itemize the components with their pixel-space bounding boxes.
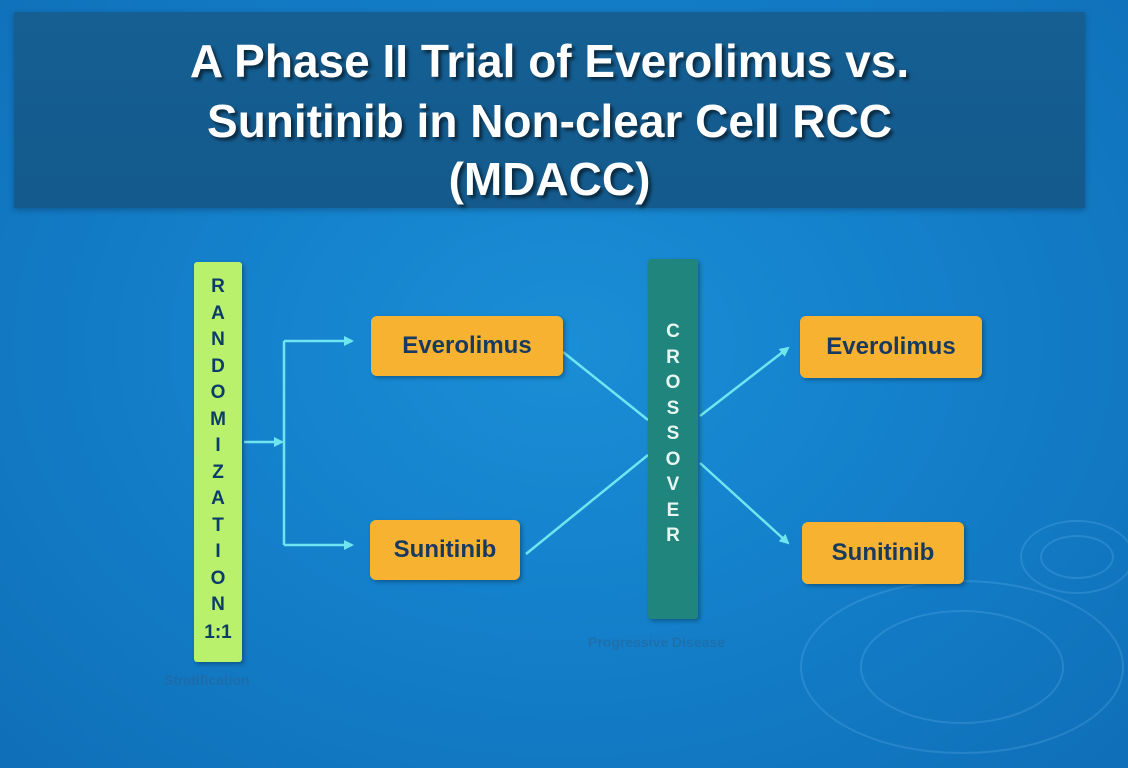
crossover-letter: R bbox=[666, 346, 680, 368]
cross-line-1 bbox=[562, 351, 649, 421]
crossover-arrow-sunitinib bbox=[699, 462, 790, 545]
randomization-letter: D bbox=[211, 355, 225, 377]
randomization-letter: R bbox=[211, 276, 225, 297]
randomization-letter: N bbox=[211, 594, 225, 615]
arm-box-sunitinib: Sunitinib bbox=[370, 520, 520, 580]
arm-box-everolimus: Everolimus bbox=[371, 316, 563, 376]
crossover-letter: V bbox=[666, 474, 680, 495]
stratification-caption: Stratification bbox=[164, 672, 250, 688]
randomization-letter: O bbox=[210, 567, 226, 589]
ripple-decoration bbox=[1020, 520, 1128, 594]
crossover-arrow-everolimus bbox=[699, 346, 790, 417]
randomization-letter: I bbox=[215, 435, 221, 456]
crossover-letter: R bbox=[666, 525, 680, 546]
randomization-letter: I bbox=[215, 541, 221, 562]
crossover-box-sunitinib: Sunitinib bbox=[802, 522, 964, 584]
crossover-letter: O bbox=[665, 448, 681, 470]
progressive-disease-caption: Progressive Disease bbox=[588, 634, 725, 650]
randomization-letter: A bbox=[211, 488, 225, 509]
crossover-letter: O bbox=[665, 372, 681, 393]
title-line-1: A Phase II Trial of Everolimus vs. bbox=[189, 35, 910, 87]
randomization-letter: A bbox=[211, 302, 225, 324]
crossover-box-everolimus: Everolimus bbox=[800, 316, 982, 378]
randomization-letter: Z bbox=[212, 461, 224, 483]
randomization-letter: O bbox=[210, 382, 226, 403]
crossover-letter: S bbox=[666, 423, 680, 444]
title-line-3: (MDACC) bbox=[448, 153, 651, 205]
randomization-letter: N bbox=[211, 329, 225, 350]
randomization-letter: M bbox=[210, 408, 226, 430]
randomization-letter: T bbox=[212, 514, 224, 536]
title-bar: A Phase II Trial of Everolimus vs. Sunit… bbox=[14, 12, 1085, 208]
title-line-2: Sunitinib in Non-clear Cell RCC bbox=[207, 95, 892, 147]
cross-line-2 bbox=[525, 454, 649, 555]
crossover-letter: E bbox=[666, 499, 680, 521]
randomization-ratio: 1:1 bbox=[204, 622, 232, 643]
crossover-letter: C bbox=[666, 321, 680, 342]
crossover-letter: S bbox=[666, 397, 680, 419]
